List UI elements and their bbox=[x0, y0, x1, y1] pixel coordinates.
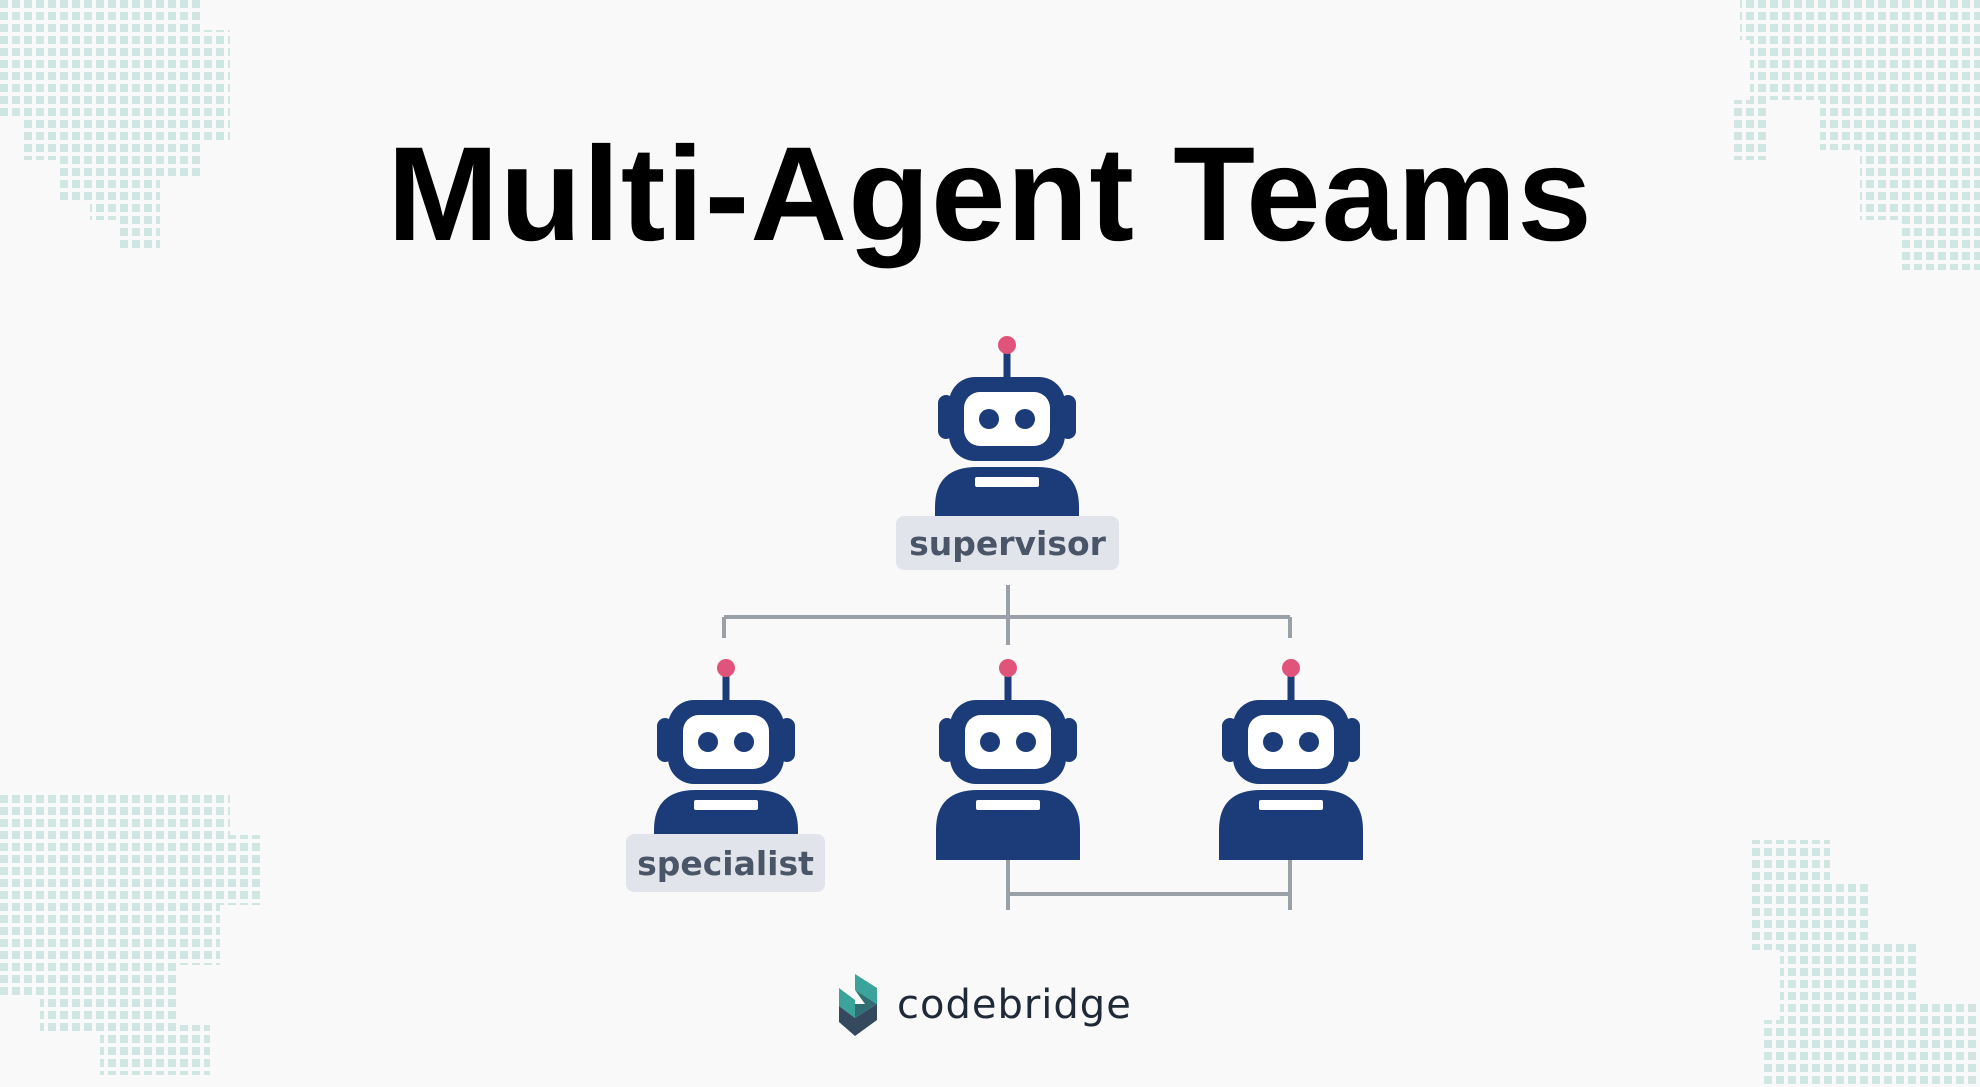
page-title: Multi-Agent Teams bbox=[387, 120, 1593, 269]
specialist-robot-icon bbox=[654, 659, 798, 860]
dot-pattern-bottom-left bbox=[0, 795, 260, 1075]
brand-name: codebridge bbox=[897, 982, 1132, 1028]
connector-lines bbox=[722, 585, 1292, 910]
dot-pattern-top-right bbox=[1730, 0, 1980, 270]
dot-pattern-top-left bbox=[0, 0, 230, 250]
supervisor-label: supervisor bbox=[896, 516, 1119, 570]
specialist-label: specialist bbox=[626, 834, 825, 892]
dot-pattern-bottom-right bbox=[1750, 840, 1980, 1087]
brand-logo: codebridge bbox=[835, 974, 1132, 1036]
agent-3-robot-icon bbox=[1219, 659, 1363, 860]
agent-2-robot-icon bbox=[936, 659, 1080, 860]
supervisor-label-text: supervisor bbox=[909, 523, 1106, 563]
specialist-label-text: specialist bbox=[637, 843, 814, 883]
supervisor-robot-icon bbox=[935, 336, 1079, 537]
codebridge-logo-icon bbox=[839, 974, 877, 1036]
